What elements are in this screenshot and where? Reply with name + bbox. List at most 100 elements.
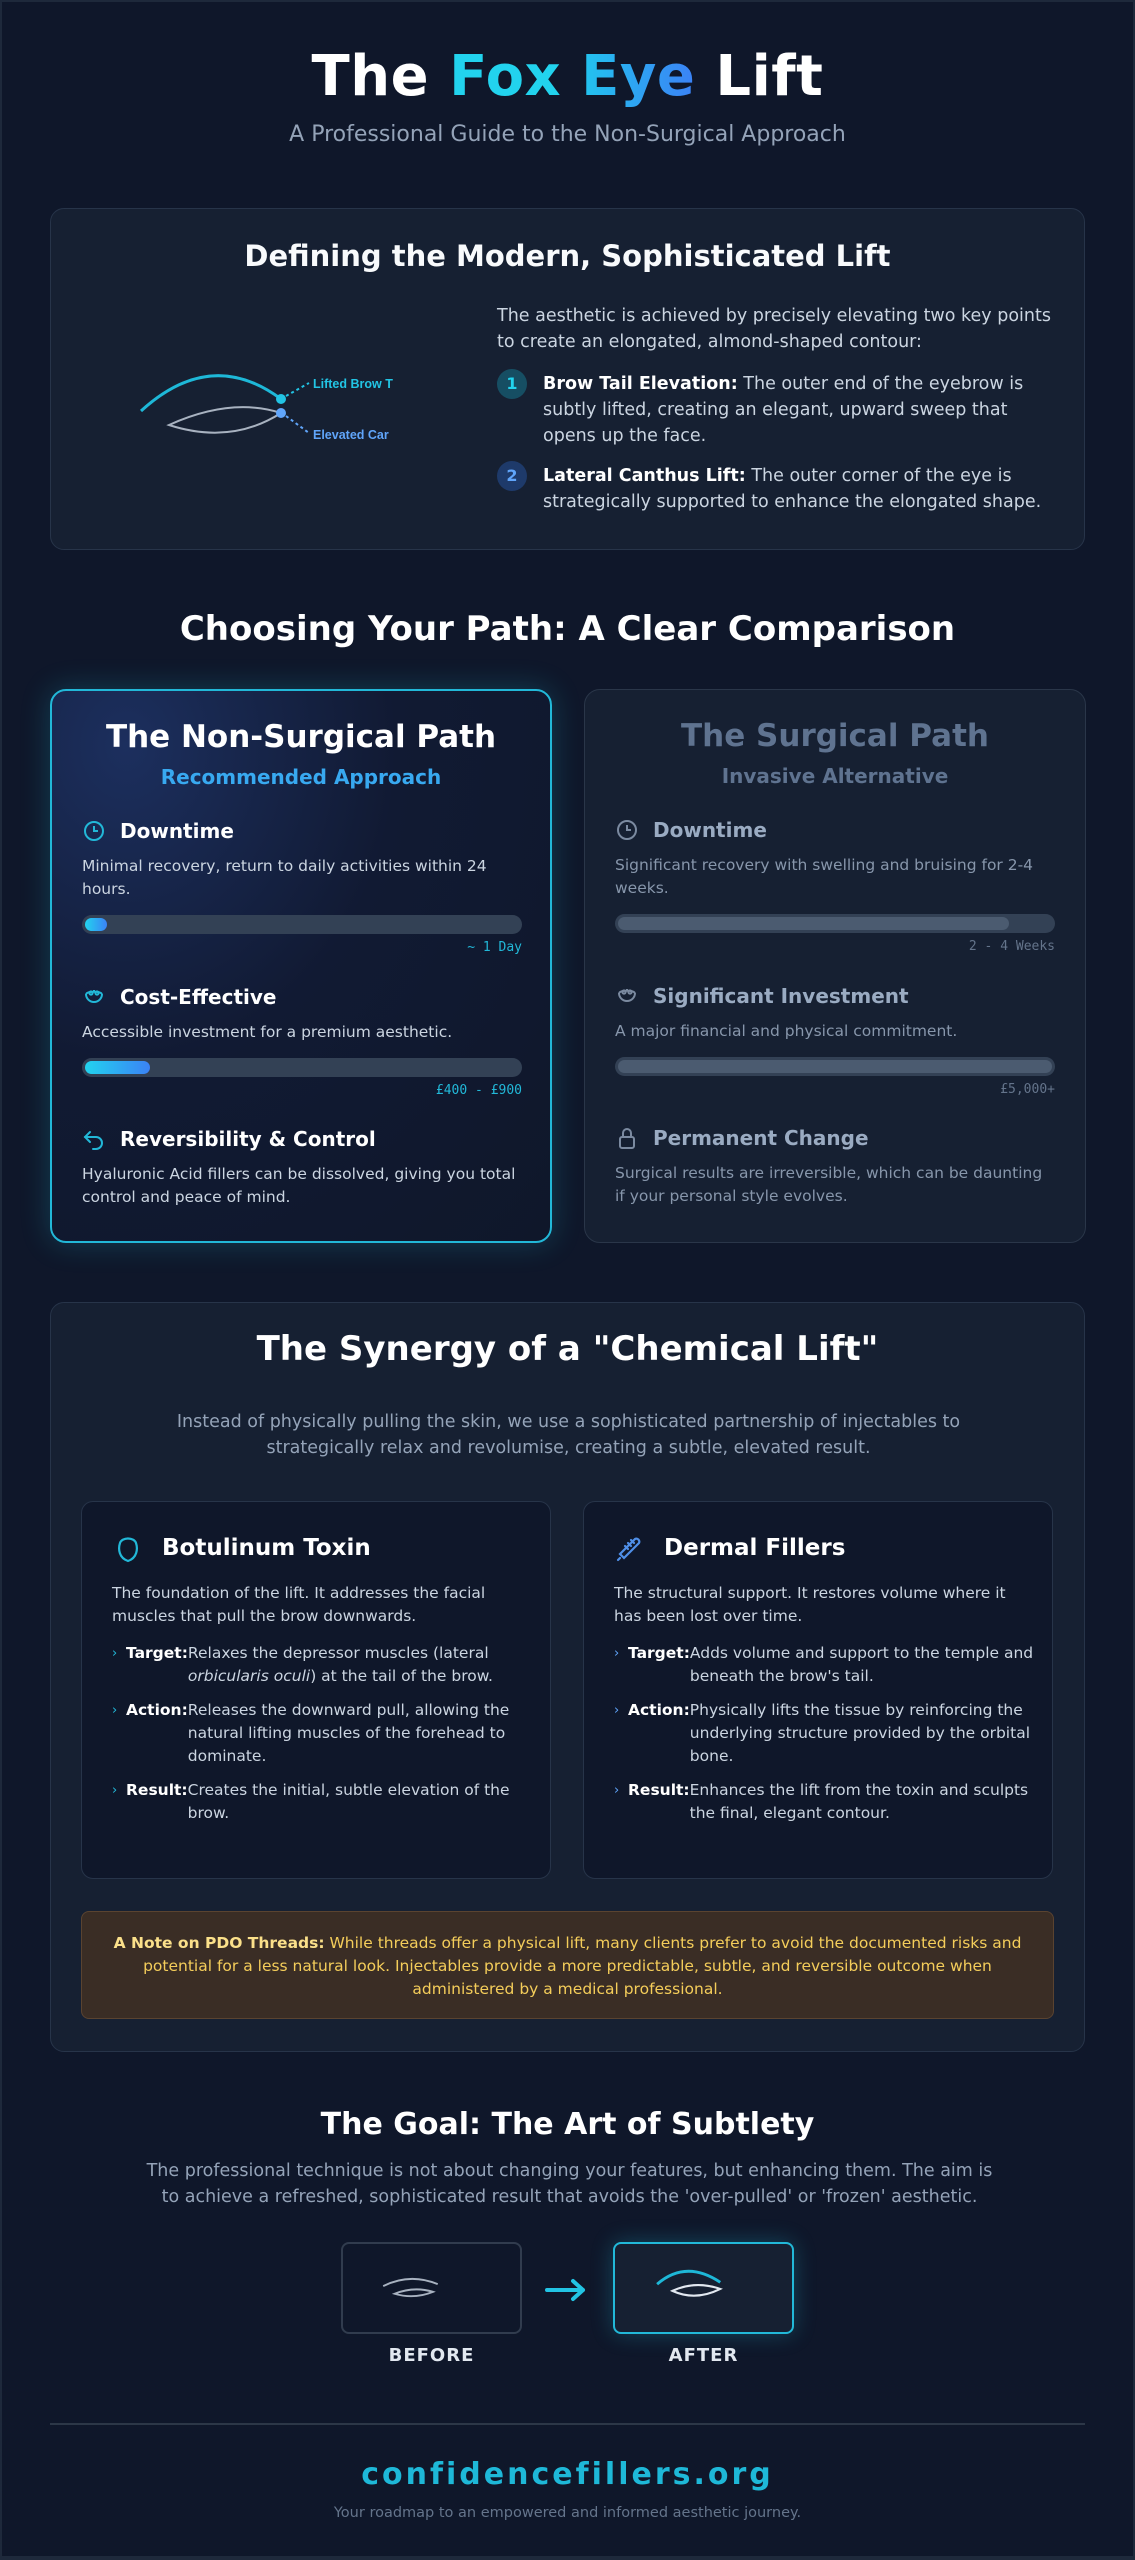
pdo-threads-note: A Note on PDO Threads: While threads off… [81,1911,1054,2019]
bar-label: £5,000+ [1000,1082,1055,1097]
list-item: › Action: Releases the downward pull, al… [112,1699,532,1768]
item-value: Enhances the lift from the toxin and scu… [689,1781,1029,1822]
item-key: Result: [126,1781,188,1799]
before-label: BEFORE [388,2345,475,2366]
fillers-card: Dermal Fillers The structural support. I… [583,1501,1053,1879]
goal-desc: The professional technique is not about … [146,2161,993,2207]
title-accent-eye: Eye [581,44,696,109]
footer-tagline: Your roadmap to an empowered and informe… [333,2505,802,2521]
list-item: › Action: Physically lifts the tissue by… [614,1699,1034,1768]
card-title: Dermal Fillers [664,1535,846,1561]
feature-title: Downtime [653,818,767,842]
feature-title: Permanent Change [653,1126,869,1150]
card-subtitle: Recommended Approach [160,765,442,789]
feature-heading: Significant Investment [615,984,1055,1008]
list-item: › Target: Adds volume and support to the… [614,1642,1034,1688]
item-value: Physically lifts the tissue by reinforci… [689,1701,1030,1765]
feature-downtime: Downtime Significant recovery with swell… [615,818,1055,954]
feature-desc: Accessible investment for a premium aest… [82,1023,453,1041]
bar-fill [85,918,107,931]
lock-icon [619,1128,635,1149]
bar-fill [85,1061,151,1074]
page-header: The Fox Eye Lift A Professional Guide to… [2,42,1133,147]
definition-text: The aesthetic is achieved by precisely e… [497,303,1057,529]
feature-heading: Permanent Change [615,1126,1055,1150]
item-key: Action: [628,1701,690,1719]
undo-arrow-icon [83,1131,103,1150]
card-desc: The structural support. It restores volu… [614,1584,1006,1625]
feature-heading: Reversibility & Control [82,1127,522,1151]
chevron-right-icon: › [112,1646,118,1661]
item-value: Adds volume and support to the temple an… [689,1644,1034,1685]
feature-desc: Minimal recovery, return to daily activi… [82,857,487,898]
chevron-right-icon: › [112,1703,118,1718]
syringe-icon [616,1537,641,1562]
downtime-bar [82,915,522,934]
non-surgical-card: The Non-Surgical Path Recommended Approa… [50,689,552,1243]
synergy-title: The Synergy of a "Chemical Lift" [256,1329,879,1369]
before-illustration [341,2242,522,2334]
chevron-right-icon: › [614,1783,620,1798]
card-title: The Non-Surgical Path [105,719,497,755]
canthus-label: Elevated Car [313,428,389,442]
canthus-leader-line [285,415,310,434]
item-value: Releases the downward pull, allowing the… [187,1701,510,1765]
feature-investment: Significant Investment A major financial… [615,984,1055,1097]
piggy-bank-icon [85,990,103,1003]
feature-desc: Surgical results are irreversible, which… [615,1164,1043,1205]
after-label: AFTER [668,2345,739,2366]
footer-brand-link[interactable]: confidencefillers.org [361,2457,774,2492]
point-number-badge: 2 [497,461,527,491]
chevron-right-icon: › [614,1646,620,1661]
brow-leader-line [285,382,310,397]
item-key: Action: [126,1701,188,1719]
brow-curve [139,374,282,413]
item-key: Target: [628,1644,690,1662]
feature-title: Cost-Effective [120,985,277,1009]
canthus-point [276,408,286,418]
bar-label: ~ 1 Day [467,940,522,955]
item-value: Relaxes the depressor muscles (lateral o… [188,1642,532,1688]
before-eye-icon [382,2277,439,2298]
synergy-section: The Synergy of a "Chemical Lift" Instead… [50,1302,1085,2052]
list-item: › Result: Creates the initial, subtle el… [112,1779,532,1825]
bar-fill [618,917,1009,930]
eye-outline [166,406,284,434]
item-key: Target: [126,1644,188,1662]
point-label: Brow Tail Elevation: [543,374,738,394]
page-title: The Fox Eye Lift [2,42,1133,112]
feature-desc: Significant recovery with swelling and b… [615,856,1034,897]
point-label: Lateral Canthus Lift: [543,466,746,486]
point-number-badge: 1 [497,369,527,399]
point-body: The outer corner of the eye is strategic… [543,466,1042,512]
note-label: A Note on PDO Threads: [113,1934,325,1952]
feature-title: Downtime [120,819,234,843]
feature-heading: Downtime [615,818,1055,842]
definition-intro: The aesthetic is achieved by precisely e… [497,306,1051,352]
piggy-bank-icon [618,989,636,1002]
point-text: Brow Tail Elevation: The outer end of th… [543,371,1057,449]
eye-lift-diagram: Lifted Brow T Elevated Car [139,374,393,442]
droplet-icon [118,1537,138,1563]
clock-icon [617,820,637,840]
feature-heading: Cost-Effective [82,985,522,1009]
synergy-intro: Instead of physically pulling the skin, … [176,1412,961,1458]
feature-downtime: Downtime Minimal recovery, return to dai… [82,819,522,955]
comparison-title: Choosing Your Path: A Clear Comparison [179,609,956,649]
feature-title: Significant Investment [653,984,909,1008]
bar-fill [618,1060,1052,1073]
item-value-italic: orbicularis oculi [187,1667,311,1685]
chevron-right-icon: › [112,1783,118,1798]
page-subtitle: A Professional Guide to the Non-Surgical… [289,122,846,147]
feature-reversibility: Reversibility & Control Hyaluronic Acid … [82,1127,522,1209]
feature-heading: Downtime [82,819,522,843]
item-value-text: ) at the tail of the brow. [310,1667,493,1685]
clock-icon [84,821,104,841]
item-value: Creates the initial, subtle elevation of… [187,1781,510,1822]
title-accent-fox: Fox [449,44,582,109]
cost-bar [82,1058,522,1077]
fillers-list: › Target: Adds volume and support to the… [614,1642,1034,1836]
surgical-card: The Surgical Path Invasive Alternative D… [584,689,1086,1243]
chevron-right-icon: › [614,1703,620,1718]
